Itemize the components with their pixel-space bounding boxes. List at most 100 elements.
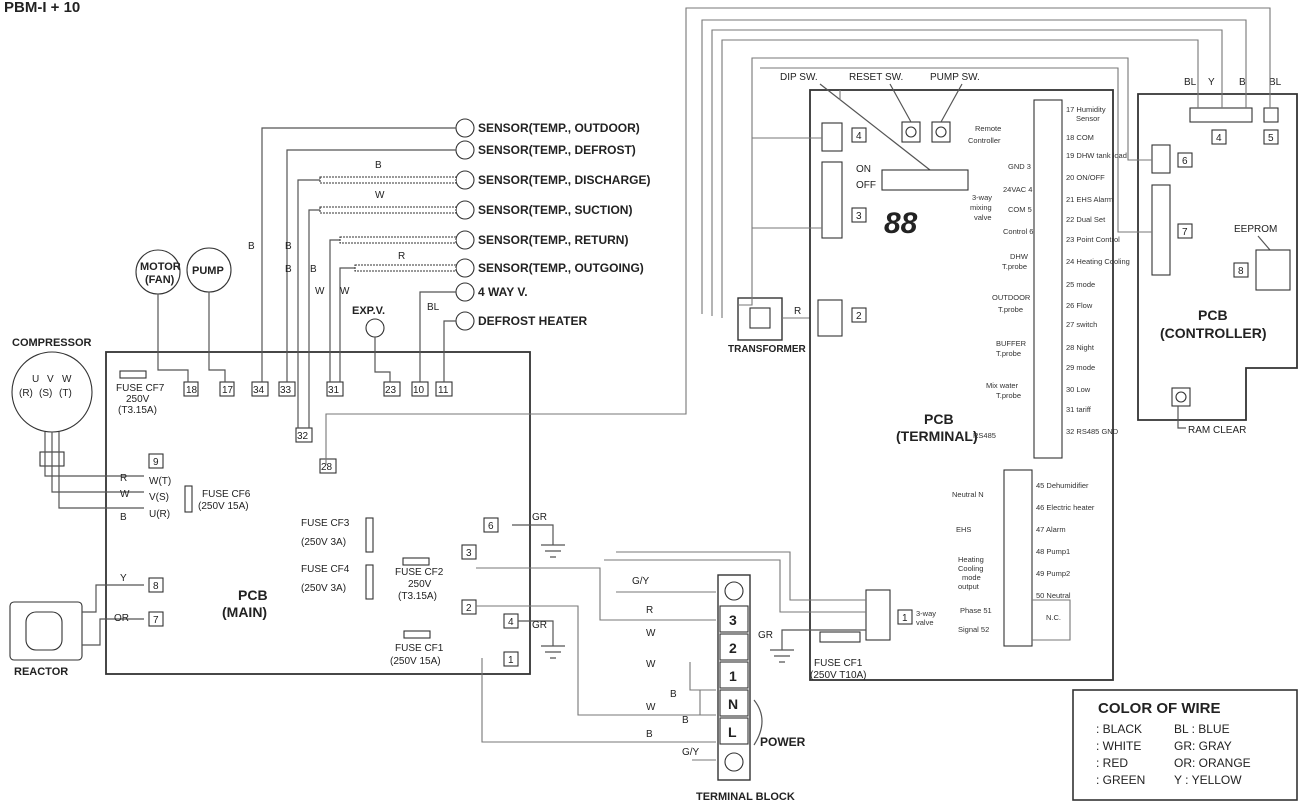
sensor-return-symbol <box>455 230 475 250</box>
legend-green: : GREEN <box>1096 773 1145 787</box>
lbl-21: 21 EHS Alarm <box>1066 195 1113 204</box>
exp-valve-symbol <box>365 318 385 338</box>
pcb-main-board <box>105 351 531 675</box>
wl-gy-top: G/Y <box>632 576 650 587</box>
wl-r-outgoing: R <box>398 251 405 262</box>
four-way-valve-label: 4 WAY V. <box>478 285 528 299</box>
lbl-32: 32 RS485 GND <box>1066 427 1119 436</box>
reactor-core <box>25 611 63 651</box>
sensor-defrost-symbol <box>455 140 475 160</box>
term-conn-3-label: 3 <box>856 211 862 222</box>
terminal-strip-upper <box>1033 99 1063 459</box>
eeprom-chip <box>1255 249 1291 291</box>
lbl-23: 23 Point Control <box>1066 235 1120 244</box>
reset-sw-label: RESET SW. <box>849 72 903 83</box>
sensor-outgoing-label: SENSOR(TEMP., OUTGOING) <box>478 261 644 275</box>
terminal-1-label: 1 <box>729 668 737 684</box>
wire-outdoor <box>261 127 456 382</box>
lbl-cooling: Cooling <box>958 564 983 573</box>
main-connectors: 18 17 34 33 31 23 10 11 32 28 9 6 3 2 4 … <box>148 381 519 667</box>
power-wires <box>476 567 716 761</box>
lbl-mixwater: Mix water <box>986 381 1019 390</box>
wl-b-outdoor: B <box>248 241 255 252</box>
connector-7-label: 7 <box>153 615 159 626</box>
comp-w: W <box>62 374 72 385</box>
connector-18-label: 18 <box>186 385 198 396</box>
terminal-n <box>719 689 749 717</box>
ctrl-conn-7-plug <box>1151 184 1171 276</box>
sheath-outgoing <box>354 264 457 272</box>
legend-blue: BL : BLUE <box>1174 722 1230 736</box>
lbl-ehs: EHS <box>956 525 971 534</box>
wire-motor <box>157 294 189 382</box>
wire-expv <box>374 337 391 382</box>
lbl-nc: N.C. <box>1046 613 1061 622</box>
terminal-1 <box>719 661 749 689</box>
compressor-outputs: W(T) V(S) U(R) <box>149 476 171 520</box>
pump-label: PUMP <box>192 265 224 277</box>
term-conn-1-label: 1 <box>902 613 908 624</box>
wire-heater <box>443 320 456 382</box>
pcb-terminal-title-1: PCB <box>924 411 954 427</box>
output-ur: U(R) <box>149 509 170 520</box>
lbl-26: 26 Flow <box>1066 301 1093 310</box>
terminal-ground-bottom-icon <box>724 752 744 772</box>
cable-trans-ctrl-b <box>701 19 1247 314</box>
lbl-18: 18 COM <box>1066 133 1094 142</box>
sensor-discharge-symbol <box>455 170 475 190</box>
connector-34-label: 34 <box>253 385 265 396</box>
terminal-fuse-group: FUSE CF1 (250V T10A) <box>770 629 867 681</box>
lbl-20: 20 ON/OFF <box>1066 173 1105 182</box>
wire-suction <box>308 209 320 428</box>
fuse-cf4-symbol <box>365 564 374 600</box>
ctrl-conn-6-label: 6 <box>1182 156 1188 167</box>
fuse-cf7-rating: 250V <box>126 394 150 405</box>
connector-4-label: 4 <box>508 617 514 628</box>
lbl-28: 28 Night <box>1066 343 1095 352</box>
dip-switch-bank[interactable] <box>881 169 969 191</box>
connector-34 <box>251 381 269 397</box>
ground-6-icon <box>512 524 565 558</box>
wl-or-reactor: OR <box>114 613 129 624</box>
term-conn-4 <box>851 127 867 143</box>
wire-defrost <box>286 149 456 382</box>
lbl-dhw-probe: T.probe <box>1002 262 1027 271</box>
wire-labels: B B B B W W W B R BL R W B Y OR GR GR G/… <box>114 160 801 758</box>
wire-4way <box>419 291 456 382</box>
output-vs: V(S) <box>149 492 169 503</box>
comp-v: V <box>47 374 54 385</box>
legend-yellow: Y : YELLOW <box>1174 773 1242 787</box>
exp-valve-label: EXP.V. <box>352 305 385 317</box>
wl-w-n: W <box>646 702 656 713</box>
pcb-controller-board <box>1137 93 1298 421</box>
connector-31-label: 31 <box>328 385 340 396</box>
lbl-48: 48 Pump1 <box>1036 547 1070 556</box>
ctrl-conn-4 <box>1211 129 1227 145</box>
wl-r-trans: R <box>794 306 801 317</box>
term-conn-2 <box>851 307 867 323</box>
term-conn-1 <box>897 609 913 625</box>
lbl-mixwater-probe: T.probe <box>996 391 1021 400</box>
transformer-label: TRANSFORMER <box>728 344 807 355</box>
pcb-controller-title-2: (CONTROLLER) <box>1160 325 1267 341</box>
wl-w-comp: W <box>120 489 130 500</box>
connector-17-label: 17 <box>222 385 234 396</box>
lbl-neutral-n: Neutral N <box>952 490 984 499</box>
comp-t: (T) <box>59 388 72 399</box>
lbl-46: 46 Electric heater <box>1036 503 1095 512</box>
wire-color-legend: COLOR OF WIRE : BLACK BL : BLUE : WHITE … <box>1072 689 1298 801</box>
connector-33-label: 33 <box>280 385 292 396</box>
connector-17 <box>219 381 235 397</box>
term-ground-icon <box>770 629 866 663</box>
wire-comp-r <box>44 432 144 477</box>
lbl-47: 47 Alarm <box>1036 525 1066 534</box>
lbl-17: 17 Humidity <box>1066 105 1106 114</box>
term-conn-4-plug <box>821 122 843 152</box>
transformer-core <box>749 307 771 329</box>
ram-clear-leader <box>1177 406 1186 429</box>
lbl-buffer-probe: T.probe <box>996 349 1021 358</box>
pcb-main-title-2: (MAIN) <box>222 604 267 620</box>
wire-b-l <box>481 658 716 743</box>
connector-32 <box>295 427 313 443</box>
sensor-wires <box>261 127 456 428</box>
